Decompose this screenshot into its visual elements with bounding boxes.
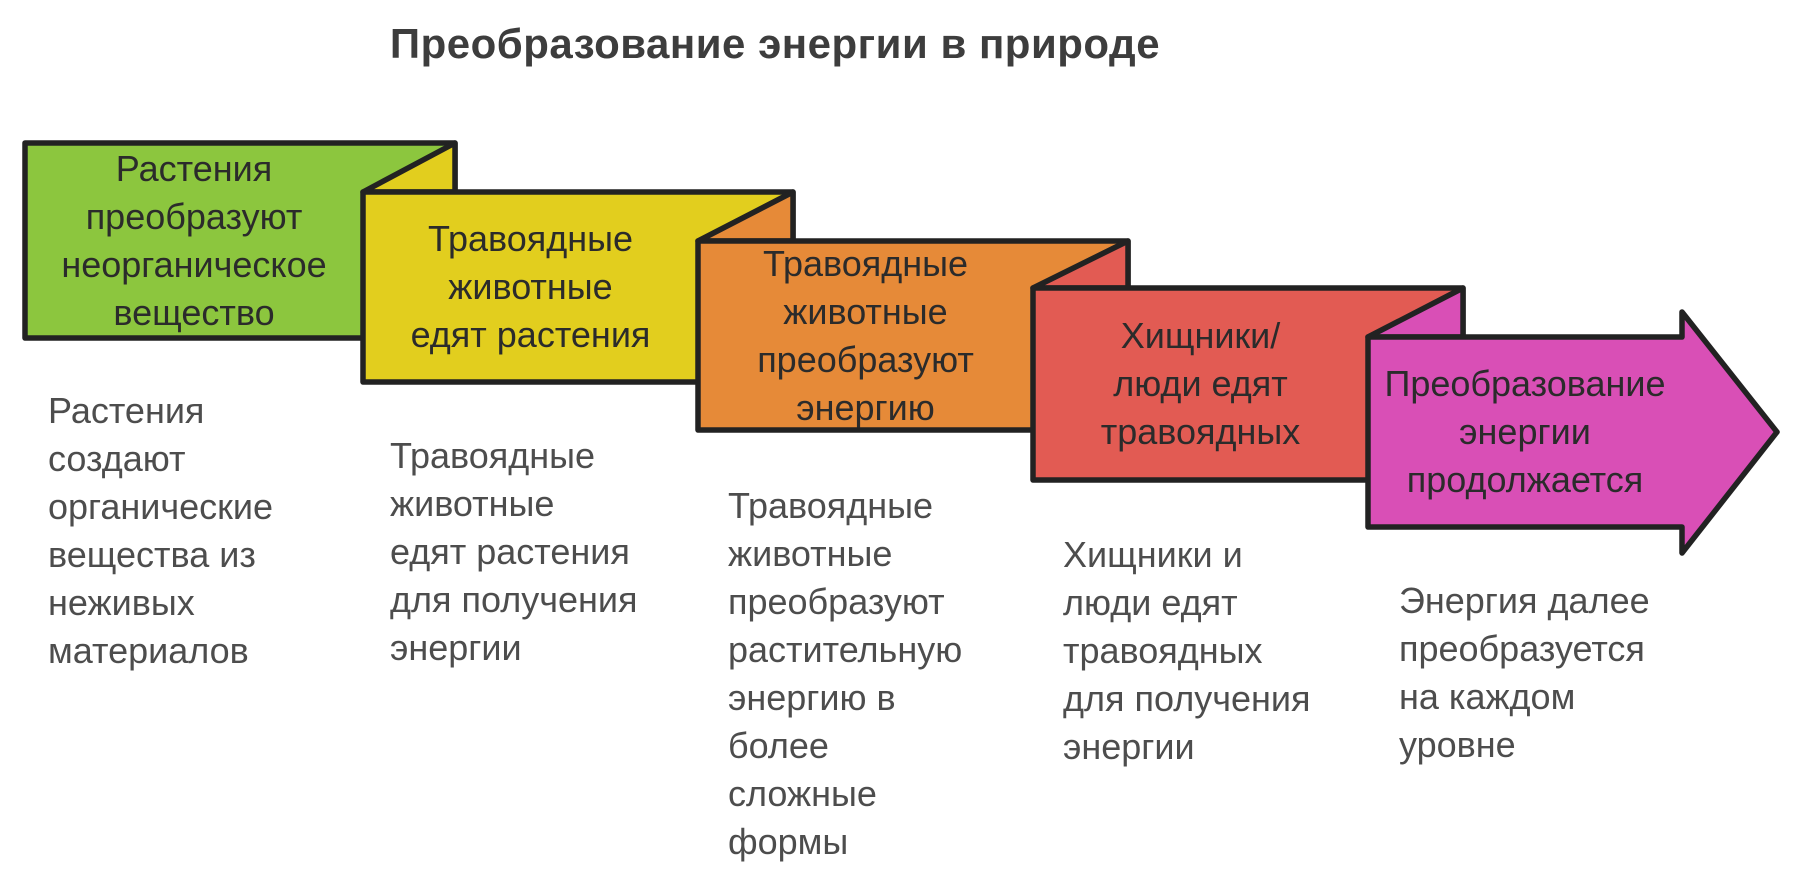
text-line: энергии: [1063, 726, 1195, 767]
text-line: едят растения: [410, 314, 651, 355]
text-line: едят растения: [390, 531, 630, 572]
text-line: животные: [783, 290, 948, 332]
text-line: Хищники и: [1063, 534, 1243, 575]
text-line: преобразуют: [85, 195, 303, 237]
stage-1-description: Растения создают органические вещества из не…: [48, 387, 273, 675]
text-line: материалов: [48, 630, 249, 671]
text-line: энергию в: [728, 677, 896, 718]
stage-5-arrow-shape: [1365, 309, 1780, 556]
text-line: люди едят: [1113, 363, 1288, 404]
text-line: Травоядные: [762, 242, 969, 284]
text-line: органические: [48, 486, 274, 527]
text-line: уровне: [1399, 724, 1516, 765]
text-line: люди едят: [1063, 582, 1238, 623]
text-line: животные: [390, 483, 555, 524]
text-line: Травоядные: [728, 485, 934, 526]
text-line: неживых: [48, 582, 195, 623]
stage-2-description: Травоядные животные едят растения для получ…: [390, 432, 638, 672]
stage-2-label: Травоядные животные едят растения: [363, 192, 698, 382]
stage-5-label: Преобразование энергии продолжается: [1368, 337, 1682, 527]
text-line: Травоядные: [427, 218, 634, 259]
diagram-title: Преобразование энергии в природе: [389, 20, 1161, 67]
text-line: преобразуют: [728, 581, 945, 622]
text-line: Растения: [48, 390, 205, 431]
stage-1-label: Растения преобразуют неорганическое веществ…: [25, 143, 363, 338]
text-line: преобразуют: [757, 338, 974, 380]
text-line: вещества из: [48, 534, 256, 575]
text-line: вещество: [113, 291, 275, 333]
text-line: растительную: [728, 629, 963, 670]
text-line: на каждом: [1399, 676, 1576, 717]
text-line: энергии: [390, 627, 522, 668]
text-line: для получения: [1063, 678, 1311, 719]
text-line: животные: [448, 266, 613, 307]
text-line: более: [728, 725, 829, 766]
text-line: Энергия далее: [1399, 580, 1650, 621]
stage-3-label: Травоядные животные преобразуют энергию: [698, 241, 1033, 430]
text-line: травоядных: [1063, 630, 1263, 671]
text-line: формы: [728, 821, 849, 862]
text-line: неорганическое: [61, 243, 327, 285]
text-line: Травоядные: [390, 435, 596, 476]
text-line: энергию: [796, 386, 935, 428]
stage-4-label: Хищники/люди едят травоядных: [1033, 288, 1368, 480]
text-line: продолжается: [1406, 459, 1644, 500]
text-line: энергии: [1459, 411, 1591, 452]
text-line: преобразуется: [1399, 628, 1645, 669]
stage-4-description: Хищники и люди едят травоядных для получени…: [1063, 531, 1311, 771]
text-line: Растения: [115, 147, 273, 189]
text-line: для получения: [390, 579, 638, 620]
text-line: Хищники/: [1120, 315, 1281, 356]
text-line: травоядных: [1100, 411, 1301, 452]
stage-3-description: Травоядные животные преобразуют растительну…: [728, 482, 962, 866]
text-line: Преобразование: [1384, 363, 1666, 404]
stage-5-description: Энергия далее преобразуется на каждом уровн…: [1399, 577, 1650, 769]
text-line: создают: [48, 438, 186, 479]
text-line: животные: [728, 533, 893, 574]
text-line: сложные: [728, 773, 877, 814]
